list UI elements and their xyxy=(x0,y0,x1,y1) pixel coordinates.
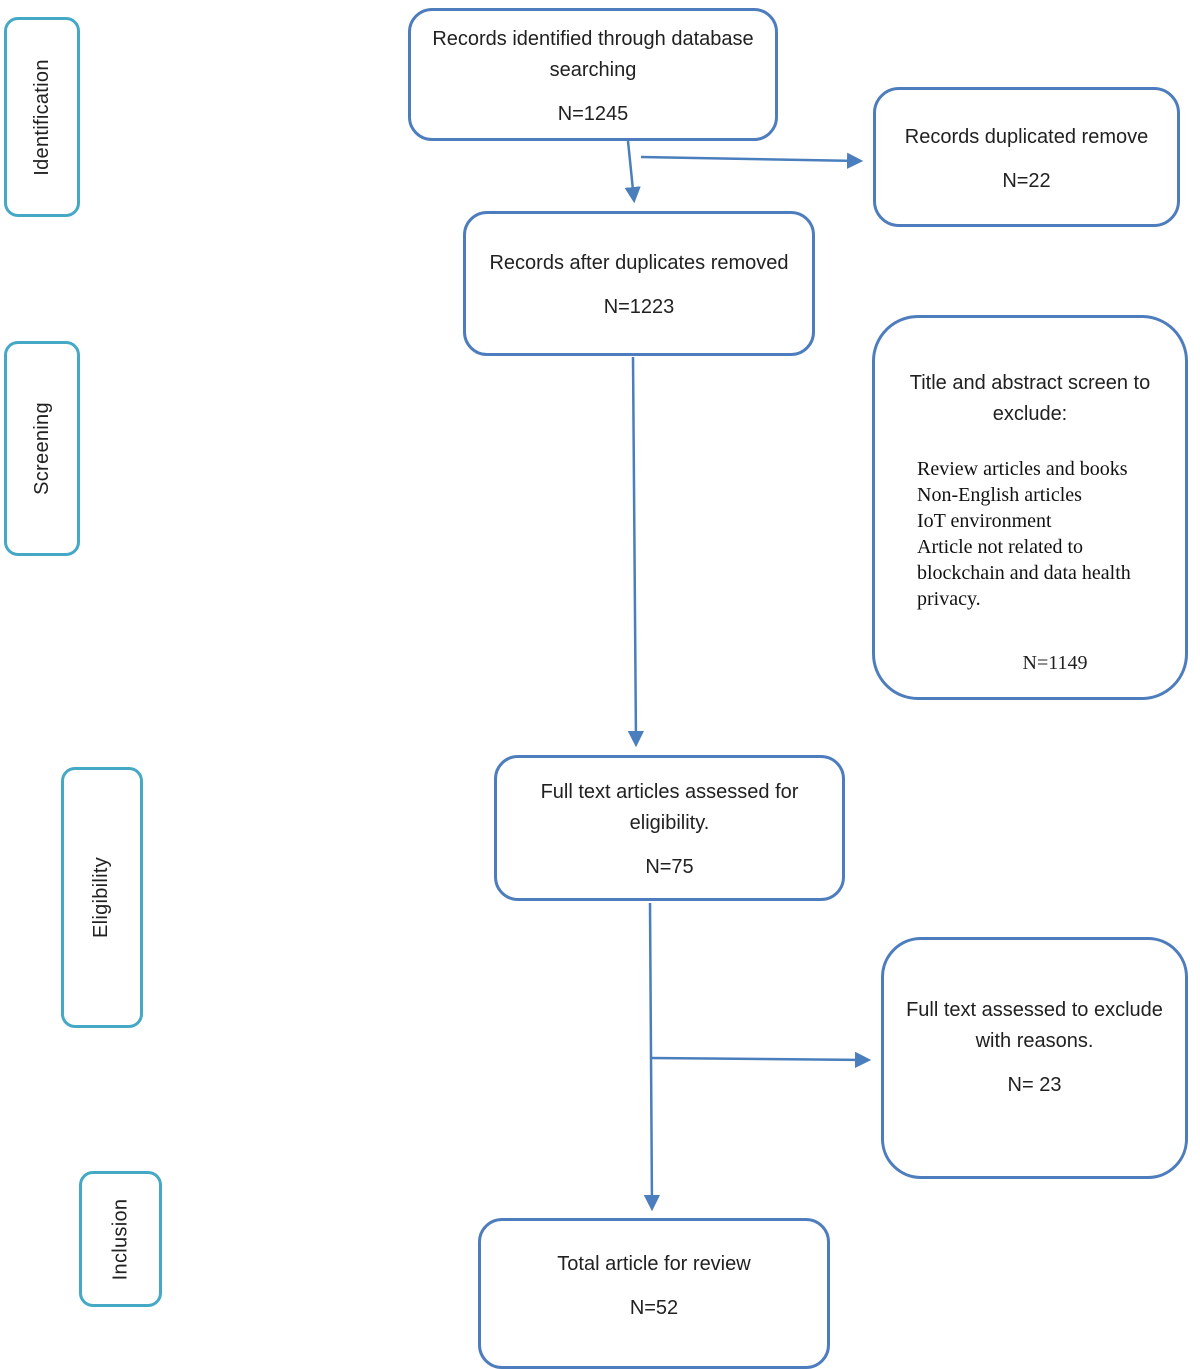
box-title-abstract-count: N=1149 xyxy=(1022,652,1088,674)
box-full-text-assessed: Full text articles assessed for eligibil… xyxy=(494,755,845,901)
exclusion-reason: Non-English articles xyxy=(917,484,1082,506)
stage-box-identification: Identification xyxy=(4,17,80,217)
box-after-duplicates-count: N=1223 xyxy=(603,296,675,318)
box-full-text-excluded-count: N= 23 xyxy=(1007,1074,1062,1096)
box-title-abstract-exclude: Title and abstract screen to exclude: Re… xyxy=(872,315,1188,700)
box-full-text-assessed-count: N=75 xyxy=(645,856,694,878)
exclusion-reason: Article not related to blockchain and da… xyxy=(917,536,1131,610)
box-records-identified-count: N=1245 xyxy=(557,102,629,125)
stage-box-inclusion: Inclusion xyxy=(79,1171,162,1307)
box-full-text-excluded: Full text assessed to exclude with reaso… xyxy=(881,937,1188,1179)
box-records-after-duplicates: Records after duplicates removed N=1223 xyxy=(463,211,815,356)
arrow-full-text-to-total xyxy=(643,902,661,1212)
box-total-for-review: Total article for review N=52 xyxy=(478,1218,830,1369)
arrow-after-duplicates-to-full-text xyxy=(627,356,645,748)
stage-box-eligibility: Eligibility xyxy=(61,767,143,1028)
arrow-identified-to-duplicated xyxy=(640,152,864,169)
exclusion-reason: Review articles and books xyxy=(917,458,1128,480)
arrow-identified-to-after-duplicates xyxy=(624,140,641,204)
stage-label-inclusion: Inclusion xyxy=(109,1198,132,1280)
arrow-branch-to-excluded xyxy=(650,1051,872,1069)
box-title-abstract-heading: Title and abstract screen to exclude: xyxy=(909,372,1151,425)
box-records-identified: Records identified through database sear… xyxy=(408,8,778,141)
stage-box-screening: Screening xyxy=(4,341,80,556)
box-full-text-excluded-title: Full text assessed to exclude with reaso… xyxy=(906,999,1163,1052)
box-after-duplicates-title: Records after duplicates removed xyxy=(489,252,789,274)
box-records-duplicated-count: N=22 xyxy=(1002,169,1051,192)
exclusion-reason: IoT environment xyxy=(917,510,1052,532)
box-records-identified-title: Records identified through database sear… xyxy=(432,27,754,81)
exclusion-reason-list: Review articles and books Non-English ar… xyxy=(875,456,1185,612)
stage-label-eligibility: Eligibility xyxy=(90,856,113,939)
stage-label-identification: Identification xyxy=(30,58,53,176)
box-full-text-assessed-title: Full text articles assessed for eligibil… xyxy=(540,781,799,834)
box-records-duplicated-removed: Records duplicated remove N=22 xyxy=(873,87,1180,227)
box-total-for-review-count: N=52 xyxy=(629,1297,679,1319)
box-total-for-review-title: Total article for review xyxy=(557,1253,751,1275)
box-records-duplicated-title: Records duplicated remove xyxy=(904,125,1149,148)
stage-label-screening: Screening xyxy=(30,402,53,495)
